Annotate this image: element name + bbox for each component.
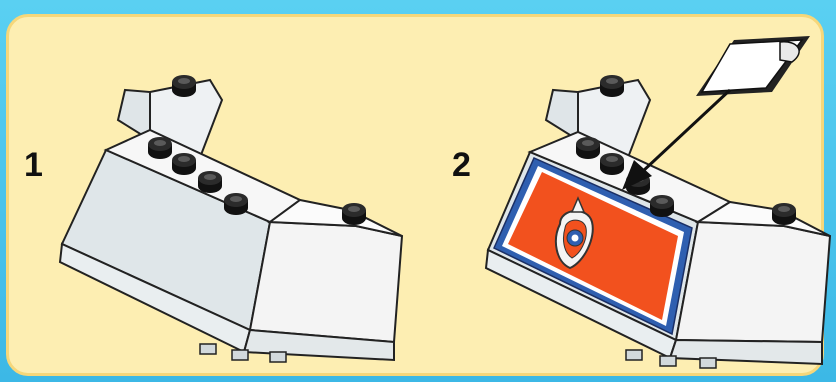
windscreen-brick-step-2 <box>486 75 830 368</box>
windscreen-brick-step-1 <box>60 75 402 362</box>
sticker-sheet <box>696 36 810 96</box>
